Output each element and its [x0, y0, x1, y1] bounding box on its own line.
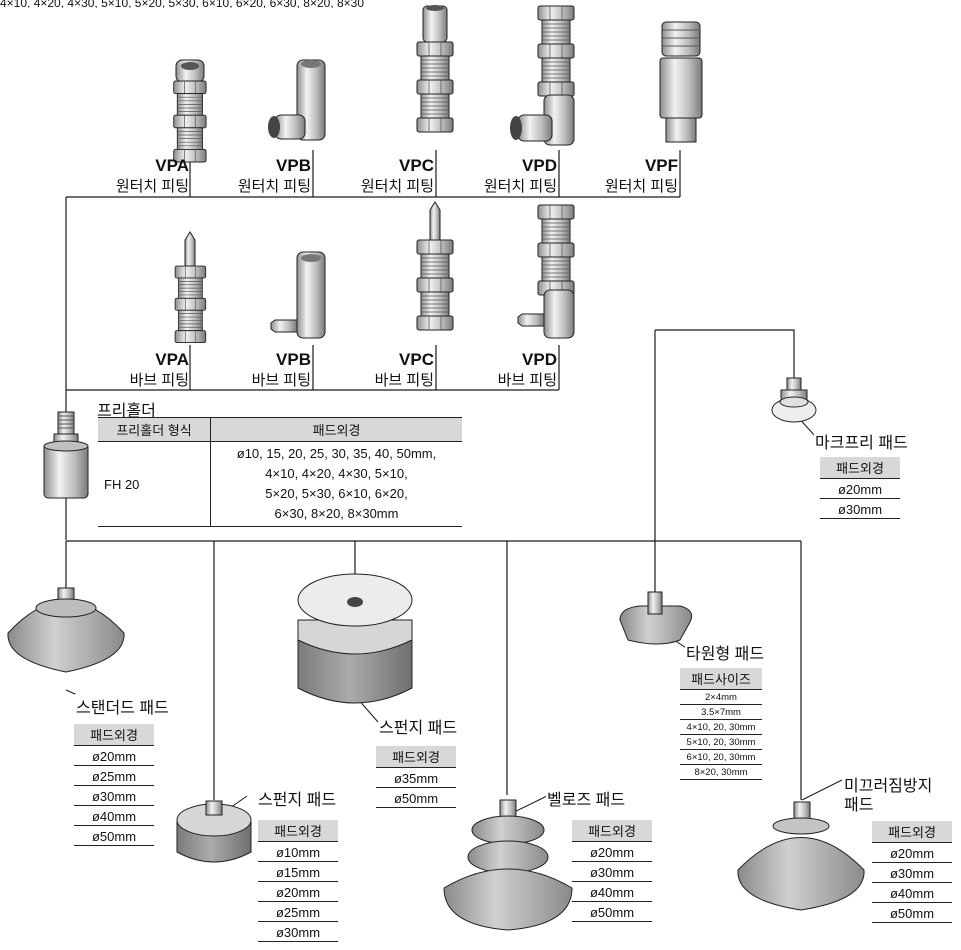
spec-row: ø40mm: [74, 806, 154, 826]
anti-slip-pad-label-line2: 패드: [844, 797, 874, 814]
vpc-one-touch-type: 원터치 피팅: [360, 178, 434, 195]
oval-pad-spec: 패드사이즈 2×4mm 3.5×7mm 4×10, 20, 30mm 5×10,…: [680, 668, 762, 780]
spec-header: 패드외경: [376, 746, 456, 768]
free-holder-size-line: 5×20, 5×30, 6×10, 6×20,: [265, 486, 408, 501]
free-holder-size-line: 6×30, 8×20, 8×30mm: [274, 506, 399, 521]
vpf-one-touch-part: [659, 21, 703, 143]
anti-slip-pad-part: [737, 801, 865, 911]
spec-row: ø35mm: [376, 768, 456, 788]
vpc-one-touch-code: VPC: [399, 156, 434, 175]
spec-row: ø30mm: [872, 863, 952, 883]
bellows-pad-label: 벨로즈 패드: [546, 786, 627, 810]
vpb-one-touch-type: 원터치 피팅: [237, 178, 311, 195]
spec-header: 패드외경: [820, 457, 900, 479]
anti-slip-pad-label-line1: 미끄러짐방지: [844, 778, 933, 795]
vpd-one-touch-type: 원터치 피팅: [483, 178, 557, 195]
spec-row: ø20mm: [820, 479, 900, 499]
vpf-one-touch-type: 원터치 피팅: [604, 178, 678, 195]
spec-row: 8×20, 30mm: [680, 765, 762, 780]
anti-slip-pad-spec: 패드외경 ø20mm ø30mm ø40mm ø50mm: [872, 821, 952, 923]
bellows-pad-part: [443, 799, 573, 931]
spec-row: 3.5×7mm: [680, 705, 762, 720]
standard-pad-spec: 패드외경 ø20mm ø25mm ø30mm ø40mm ø50mm: [74, 724, 154, 846]
bellows-pad-spec: 패드외경 ø20mm ø30mm ø40mm ø50mm: [572, 820, 652, 922]
sponge-pad-large-spec: 패드외경 ø35mm ø50mm: [376, 746, 456, 808]
vpd-barb-part: [517, 205, 575, 339]
mark-free-pad-spec: 패드외경 ø20mm ø30mm: [820, 457, 900, 519]
spec-row: ø25mm: [258, 902, 338, 922]
free-holder-part: [43, 411, 89, 499]
mark-free-pad-part: [771, 377, 817, 423]
vpa-barb-type: 바브 피팅: [129, 372, 189, 389]
spec-row: 5×10, 20, 30mm: [680, 735, 762, 750]
spec-row: ø25mm: [74, 766, 154, 786]
vpd-barb-type: 바브 피팅: [497, 372, 557, 389]
oval-pad-part: [619, 591, 693, 645]
vpa-barb-part: [175, 231, 206, 343]
spec-row: 2×4mm: [680, 690, 762, 705]
vpd-one-touch-code: VPD: [522, 156, 557, 175]
free-holder-table: 프리홀더 형식 패드외경 FH 20 ø10, 15, 20, 25, 30, …: [98, 417, 462, 527]
spec-header: 패드외경: [258, 820, 338, 842]
free-holder-size-line: ø10, 15, 20, 25, 30, 35, 40, 50mm,: [236, 446, 437, 461]
spec-row: ø20mm: [572, 842, 652, 862]
sponge-pad-small-label: 스펀지 패드: [257, 786, 338, 810]
vpa-one-touch-type: 원터치 피팅: [115, 178, 189, 195]
sponge-pad-large-label: 스펀지 패드: [378, 714, 459, 738]
vpc-one-touch-part: [417, 5, 453, 132]
free-holder-col2-header: 패드외경: [210, 417, 462, 442]
spec-row: ø10mm: [258, 842, 338, 862]
vpf-one-touch-code: VPF: [644, 156, 678, 175]
vpc-barb-type: 바브 피팅: [374, 372, 434, 389]
standard-pad-part: [7, 587, 125, 673]
spec-row: ø30mm: [820, 499, 900, 519]
spec-row: ø20mm: [74, 746, 154, 766]
spec-row: ø20mm: [258, 882, 338, 902]
spec-header: 패드사이즈: [680, 668, 762, 690]
spec-row: 6×10, 20, 30mm: [680, 750, 762, 765]
vpc-barb-code: VPC: [399, 350, 434, 369]
vpb-one-touch-part: [268, 59, 326, 141]
anti-slip-pad-label: 미끄러짐방지 패드: [843, 777, 934, 815]
spec-row: ø50mm: [572, 902, 652, 922]
mark-free-pad-label: 마크프리 패드: [814, 429, 909, 453]
vpb-barb-code: VPB: [276, 350, 311, 369]
spec-row: ø30mm: [258, 922, 338, 942]
vpb-barb-type: 바브 피팅: [251, 372, 311, 389]
spec-row: ø15mm: [258, 862, 338, 882]
free-holder-col1-header: 프리홀더 형식: [98, 417, 211, 442]
spec-header: 패드외경: [872, 821, 952, 843]
standard-pad-label: 스탠더드 패드: [75, 694, 170, 718]
free-holder-model: FH 20: [98, 441, 211, 527]
spec-row: ø50mm: [376, 788, 456, 808]
spec-row: 4×10, 20, 30mm: [680, 720, 762, 735]
vpc-barb-part: [417, 201, 453, 330]
vpd-barb-code: VPD: [522, 350, 557, 369]
spec-row: ø50mm: [872, 903, 952, 923]
spec-row: ø50mm: [74, 826, 154, 846]
spec-row: ø30mm: [572, 862, 652, 882]
spec-header: 패드외경: [74, 724, 154, 746]
spec-row: ø20mm: [872, 843, 952, 863]
header-fragment: 4×10, 4×20, 4×30, 5×10, 5×20, 5×30, 6×10…: [0, 0, 365, 8]
free-holder-size-line: 4×10, 4×20, 4×30, 5×10,: [265, 466, 408, 481]
spec-row: ø40mm: [872, 883, 952, 903]
spec-row: ø40mm: [572, 882, 652, 902]
vpb-one-touch-code: VPB: [276, 156, 311, 175]
oval-pad-label: 타원형 패드: [685, 640, 766, 664]
vpa-one-touch-code: VPA: [155, 156, 189, 175]
sponge-pad-large-part: [297, 573, 413, 704]
vpa-one-touch-part: [174, 59, 206, 162]
sponge-pad-small-part: [176, 800, 252, 863]
spec-row: ø30mm: [74, 786, 154, 806]
vpa-barb-code: VPA: [155, 350, 189, 369]
vpd-one-touch-part: [510, 6, 575, 146]
sponge-pad-small-spec: 패드외경 ø10mm ø15mm ø20mm ø25mm ø30mm: [258, 820, 338, 942]
vpb-barb-part: [270, 251, 326, 339]
spec-header: 패드외경: [572, 820, 652, 842]
